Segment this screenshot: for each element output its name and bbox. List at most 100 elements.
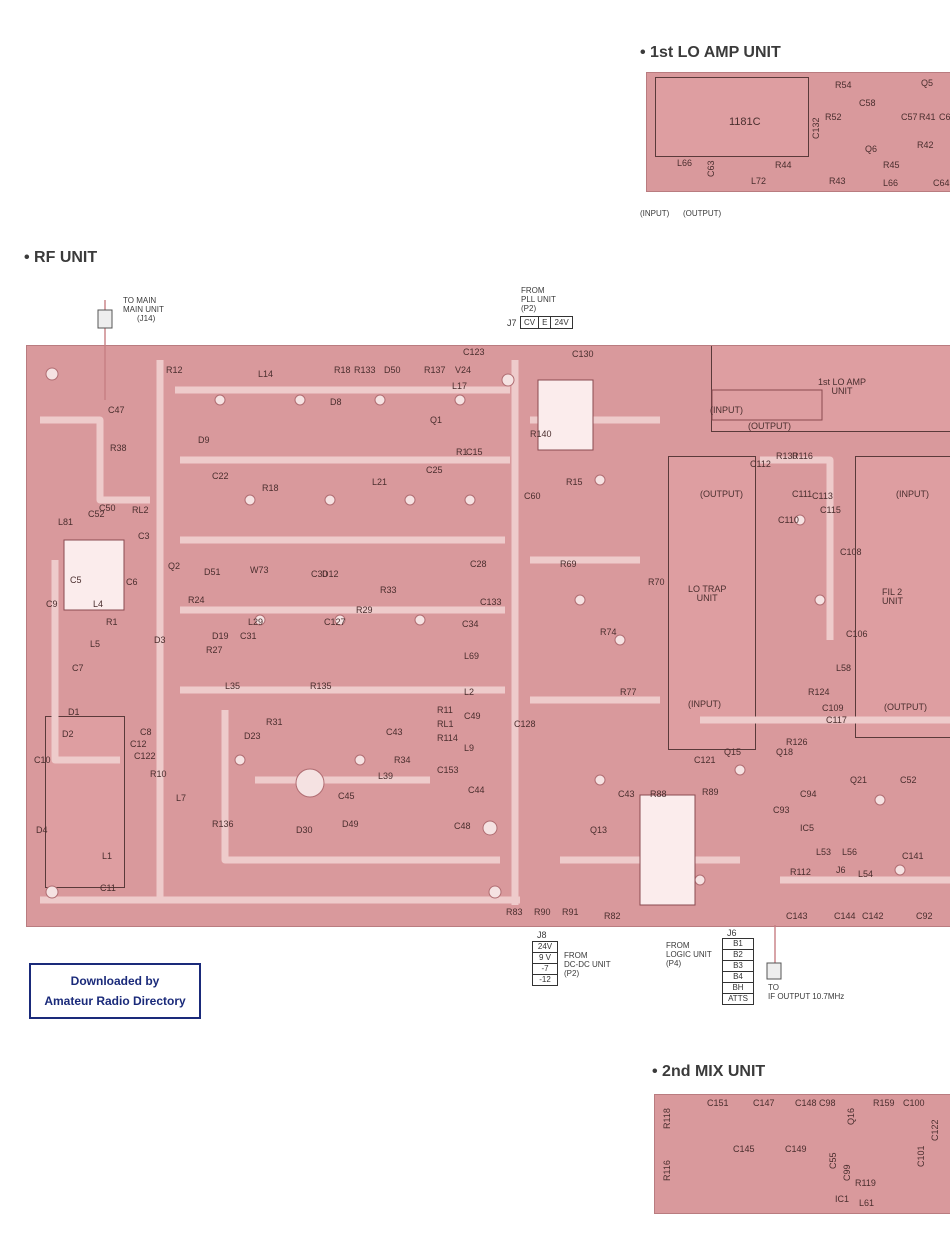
- fil2-label: FIL 2 UNIT: [882, 587, 903, 607]
- component-label: R31: [266, 717, 283, 727]
- component-label: L2: [464, 687, 475, 697]
- component-label: C55: [828, 1152, 838, 1169]
- component-label: R137: [424, 365, 446, 375]
- lo-amp-heading: • 1st LO AMP UNIT: [640, 44, 781, 61]
- component-label: C52: [900, 775, 917, 785]
- component-label: R44: [775, 160, 792, 170]
- component-label: C100: [903, 1098, 925, 1108]
- component-label: R27: [206, 645, 223, 655]
- component-label: C52: [88, 509, 105, 519]
- component-label: C113: [812, 491, 833, 501]
- component-label: R82: [604, 911, 621, 921]
- component-label: C130: [572, 349, 594, 359]
- component-label: D30: [296, 825, 313, 835]
- component-label: D49: [342, 819, 359, 829]
- component-label: R126: [786, 737, 808, 747]
- component-label: C108: [840, 547, 862, 557]
- j6-pin: B4: [723, 972, 753, 983]
- component-label: C141: [902, 851, 924, 861]
- component-label: Q21: [850, 775, 868, 785]
- component-label: C60: [524, 491, 541, 501]
- component-label: C115: [820, 505, 841, 515]
- component-label: C92: [916, 911, 933, 921]
- component-label: C43: [618, 789, 635, 799]
- component-label: C22: [212, 471, 229, 481]
- component-label: L39: [378, 771, 394, 781]
- component-label: C99: [842, 1164, 852, 1181]
- component-label: R118: [662, 1108, 672, 1129]
- component-label: D19: [212, 631, 229, 641]
- component-label: C11: [100, 883, 116, 893]
- component-label: C142: [862, 911, 884, 921]
- component-label: C111: [792, 489, 813, 499]
- logic-note: FROM LOGIC UNIT (P4): [666, 941, 712, 969]
- component-label: C149: [785, 1144, 807, 1154]
- j7-pin: 24V: [554, 318, 569, 327]
- component-label: D51: [204, 567, 221, 577]
- j8-pin: 24V: [533, 942, 557, 953]
- lo-trap-output: (OUTPUT): [700, 489, 743, 499]
- component-label: W73: [250, 565, 269, 575]
- component-label: C123: [463, 347, 485, 357]
- component-label: L17: [452, 381, 468, 391]
- antenna-note: TO MAIN MAIN UNIT (J14): [123, 296, 164, 324]
- j6-pin: BH: [723, 983, 753, 994]
- component-label: D23: [244, 731, 261, 741]
- component-label: R116: [792, 451, 813, 461]
- component-label: Q15: [724, 747, 742, 757]
- j7-pin: CV: [521, 317, 540, 328]
- lo-amp-board: 1181C R54 C58 Q5 C57 R41 C6 C132 R52 Q6 …: [646, 72, 950, 192]
- component-label: C153: [437, 765, 459, 775]
- component-label: L21: [372, 477, 388, 487]
- component-label: C127: [324, 617, 346, 627]
- component-label: R34: [394, 755, 411, 765]
- component-label: C30: [311, 569, 328, 579]
- component-label: C43: [386, 727, 403, 737]
- component-label: C49: [464, 711, 481, 721]
- lo-amp-chip-label: 1181C: [729, 116, 761, 128]
- lo-trap-module-outline: [668, 456, 756, 750]
- component-label: L56: [842, 847, 858, 857]
- component-label: C44: [468, 785, 485, 795]
- j8-label: J8: [537, 930, 547, 940]
- component-label: R89: [702, 787, 719, 797]
- component-label: C10: [34, 755, 51, 765]
- component-label: D9: [198, 435, 210, 445]
- component-label: R77: [620, 687, 637, 697]
- component-label: C8: [140, 727, 152, 737]
- component-label: L29: [248, 617, 264, 627]
- component-label: V24: [455, 365, 472, 375]
- component-label: C145: [733, 1144, 755, 1154]
- component-label: C15: [466, 447, 483, 457]
- component-label: Q18: [776, 747, 794, 757]
- component-label: D50: [384, 365, 401, 375]
- component-label: L5: [90, 639, 101, 649]
- component-label: RL2: [132, 505, 149, 515]
- component-label: C50: [99, 503, 116, 513]
- component-label: L66: [677, 158, 693, 168]
- lo-amp-chip-outline: [655, 77, 809, 157]
- component-label: C151: [707, 1098, 729, 1108]
- lo-amp-block-label: 1st LO AMP UNIT: [818, 377, 867, 397]
- mix-unit-heading: • 2nd MIX UNIT: [652, 1063, 766, 1080]
- component-label: Q6: [865, 144, 878, 154]
- component-label: R10: [150, 769, 167, 779]
- component-label: C117: [826, 715, 847, 725]
- component-label: C147: [753, 1098, 775, 1108]
- component-label: Q2: [168, 561, 181, 571]
- component-label: R83: [506, 907, 523, 917]
- j7-connector: CV E 24V: [520, 316, 573, 329]
- component-label: R159: [873, 1098, 895, 1108]
- j6-connector: B1 B2 B3 B4 BH ATTS: [722, 938, 754, 1005]
- component-label: D12: [322, 569, 339, 579]
- component-label: C57: [901, 112, 918, 122]
- component-label: C144: [834, 911, 856, 921]
- download-watermark: Downloaded by Amateur Radio Directory: [29, 963, 201, 1019]
- component-label: R69: [560, 559, 577, 569]
- component-label: C112: [750, 459, 771, 469]
- rf-unit-heading: • RF UNIT: [24, 249, 98, 266]
- pll-note: FROM PLL UNIT (P2): [521, 286, 556, 314]
- component-label: R1: [106, 617, 118, 627]
- component-label: C58: [859, 98, 876, 108]
